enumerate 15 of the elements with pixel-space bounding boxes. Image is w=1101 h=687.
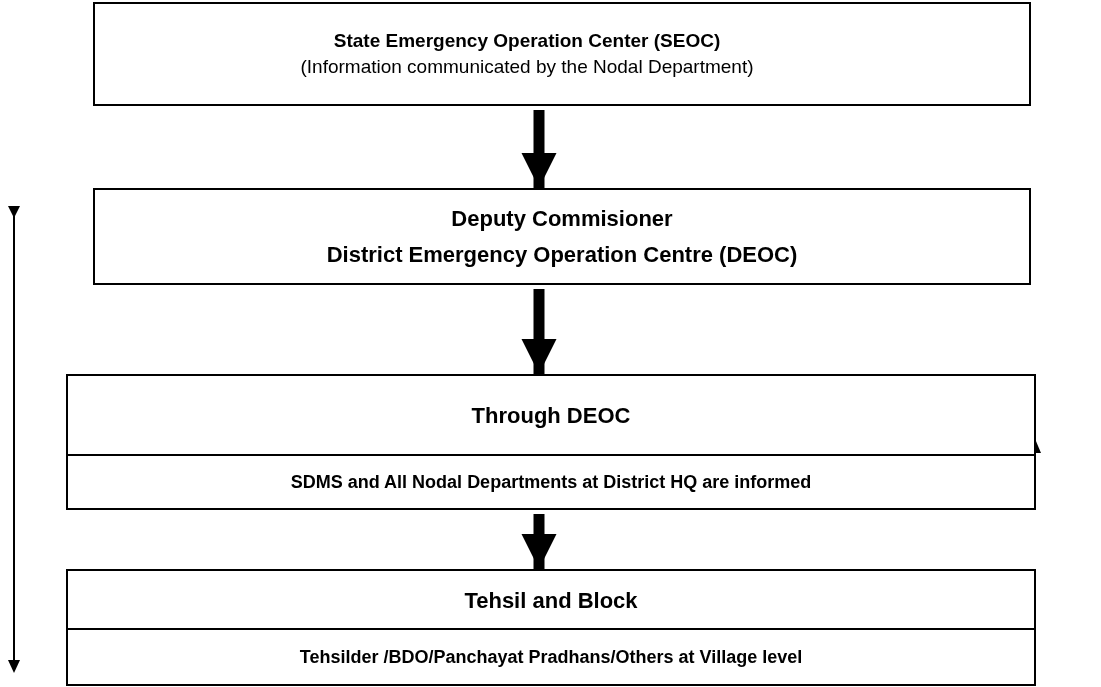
node-text: Tehsilder /BDO/Panchayat Pradhans/Others at Village level bbox=[299, 646, 803, 669]
arrow bbox=[521, 110, 557, 188]
arrow bbox=[521, 514, 557, 569]
node-text: State Emergency Operation Center (SEOC) bbox=[333, 29, 721, 53]
node-text: (Information communicated by the Nodal Department) bbox=[300, 55, 754, 79]
process-box bbox=[93, 2, 1031, 106]
process-box bbox=[66, 569, 1036, 686]
node-text: Tehsil and Block bbox=[464, 587, 638, 614]
node-text: Through DEOC bbox=[471, 403, 631, 429]
arrow bbox=[521, 289, 557, 374]
node-text: SDMS and All Nodal Departments at District HQ are informed bbox=[290, 471, 812, 494]
node-text: Deputy Commisioner bbox=[451, 204, 673, 233]
node-text: District Emergency Operation Centre (DEOC) bbox=[326, 240, 798, 269]
process-box bbox=[93, 188, 1031, 285]
process-box bbox=[66, 374, 1036, 510]
